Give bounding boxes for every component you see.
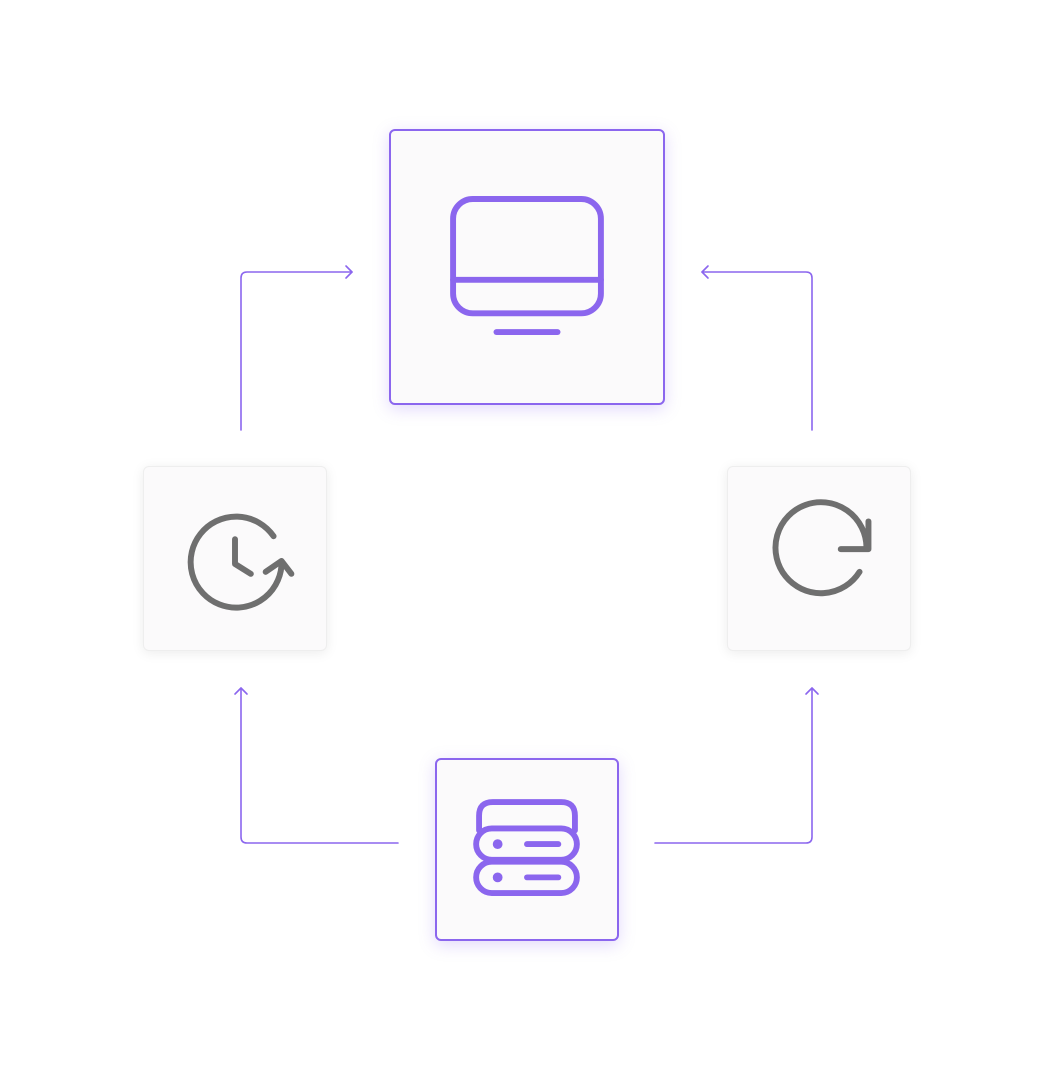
monitor-icon bbox=[450, 196, 604, 335]
storage-node[interactable] bbox=[435, 758, 619, 941]
connector-storage-to-refresh bbox=[654, 687, 819, 844]
clock-history-icon bbox=[187, 513, 295, 611]
connector-refresh-to-display bbox=[701, 265, 813, 431]
connector-history-to-display bbox=[240, 265, 353, 431]
server-icon bbox=[473, 799, 580, 896]
history-node[interactable] bbox=[143, 466, 327, 651]
refresh-icon bbox=[772, 499, 872, 597]
display-node[interactable] bbox=[389, 129, 665, 405]
connector-storage-to-history bbox=[234, 687, 399, 844]
refresh-node[interactable] bbox=[727, 466, 911, 651]
